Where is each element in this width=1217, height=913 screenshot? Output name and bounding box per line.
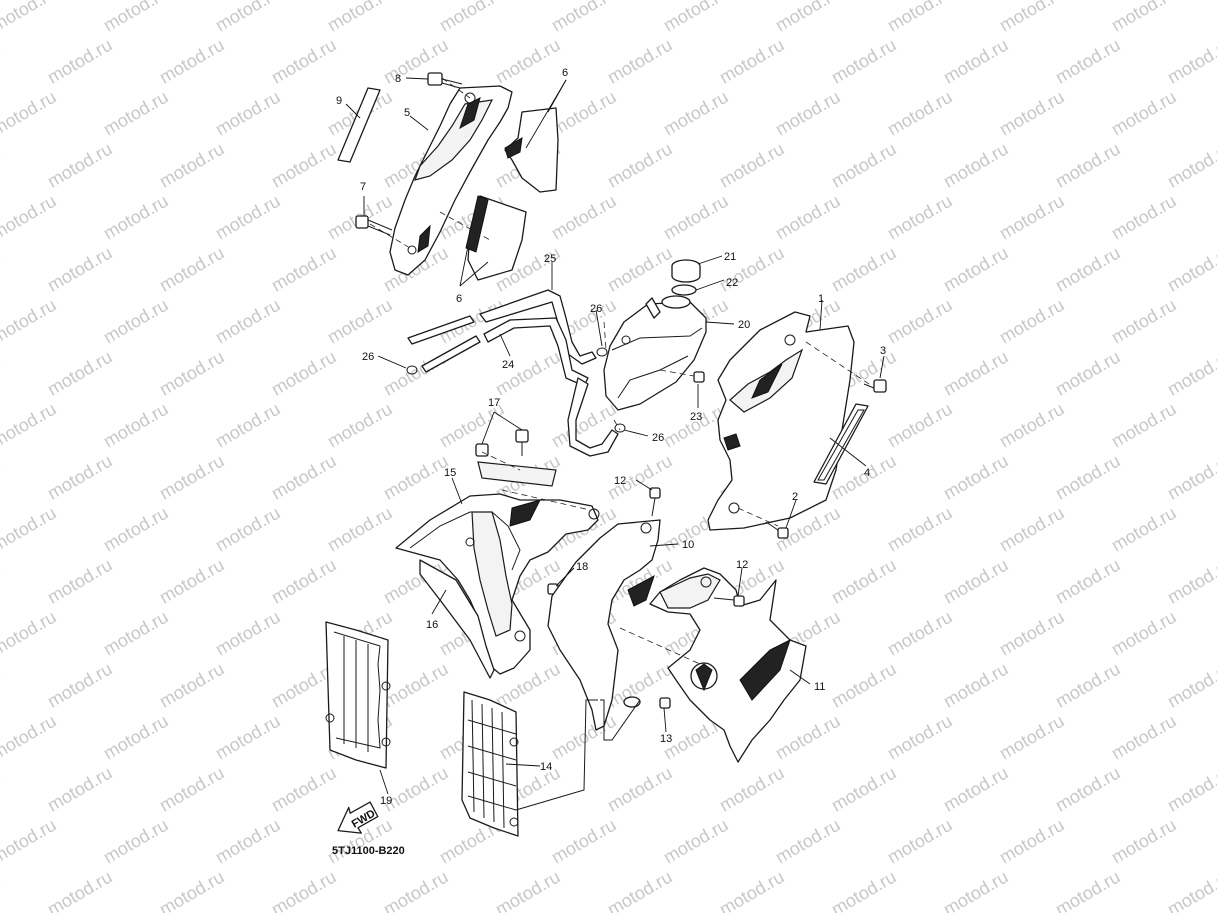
callout-23: 23 [690, 411, 702, 423]
part-19-guard [325, 621, 391, 769]
callout-14: 14 [540, 761, 552, 773]
part-6-pad-upper [504, 107, 559, 193]
callout-21: 21 [724, 251, 736, 263]
callout-12-lower: 12 [736, 559, 748, 571]
part-6-pad-lower [465, 195, 527, 281]
bolt-23 [659, 369, 705, 383]
part-20-tank [603, 295, 707, 411]
callout-25: 25 [544, 253, 556, 265]
callout-2: 2 [792, 491, 798, 503]
leader-lines [345, 77, 885, 795]
part-16-shroud-lower [419, 559, 495, 679]
part-14-grille [461, 691, 519, 837]
bolt-8 [427, 72, 463, 89]
callout-15: 15 [444, 467, 456, 479]
callout-26-left: 26 [362, 351, 374, 363]
diagram-code: 5TJ1100-B220 [332, 845, 405, 857]
callout-7: 7 [360, 181, 366, 193]
bolts-12 [649, 487, 745, 607]
part-9-strip [337, 87, 381, 163]
bolt-7 [355, 215, 393, 236]
callout-3: 3 [880, 345, 886, 357]
callout-10: 10 [682, 539, 694, 551]
callout-26-mid: 26 [590, 303, 602, 315]
callout-17: 17 [488, 397, 500, 409]
part-10-shroud [547, 519, 661, 731]
callout-5: 5 [404, 107, 410, 119]
part-15-shroud [395, 461, 600, 675]
callout-22: 22 [726, 277, 738, 289]
bolt-2 [765, 521, 789, 539]
part-4-graphic [813, 403, 869, 485]
assembly-dashes [369, 77, 701, 665]
callout-6-upper: 6 [562, 67, 568, 79]
fwd-arrow: FWD [337, 801, 379, 834]
callout-8: 8 [395, 73, 401, 85]
bolt-13 [623, 696, 671, 709]
bolt-3 [863, 379, 887, 393]
callout-16: 16 [426, 619, 438, 631]
clips-26 [406, 347, 626, 433]
bolts-17 [475, 429, 529, 457]
callout-12-upper: 12 [614, 475, 626, 487]
callout-11: 11 [814, 681, 825, 693]
callout-19: 19 [380, 795, 392, 807]
hoses-24-25 [407, 289, 619, 457]
callout-6-lower: 6 [456, 293, 462, 305]
callout-20: 20 [738, 319, 750, 331]
hose-line [515, 699, 641, 811]
part-5-side-cover [389, 85, 513, 276]
callout-26-right: 26 [652, 432, 664, 444]
callout-4: 4 [864, 467, 870, 479]
callout-1: 1 [818, 293, 824, 305]
part-11-shroud [649, 567, 807, 763]
part-21-cap [671, 259, 701, 283]
callouts: 9 5 8 6 6 7 25 24 26 26 26 23 20 22 21 1… [336, 67, 886, 807]
callout-9: 9 [336, 95, 342, 107]
callout-24: 24 [502, 359, 514, 371]
part-22-seal [671, 284, 697, 296]
callout-18: 18 [576, 561, 588, 573]
callout-13: 13 [660, 733, 672, 745]
